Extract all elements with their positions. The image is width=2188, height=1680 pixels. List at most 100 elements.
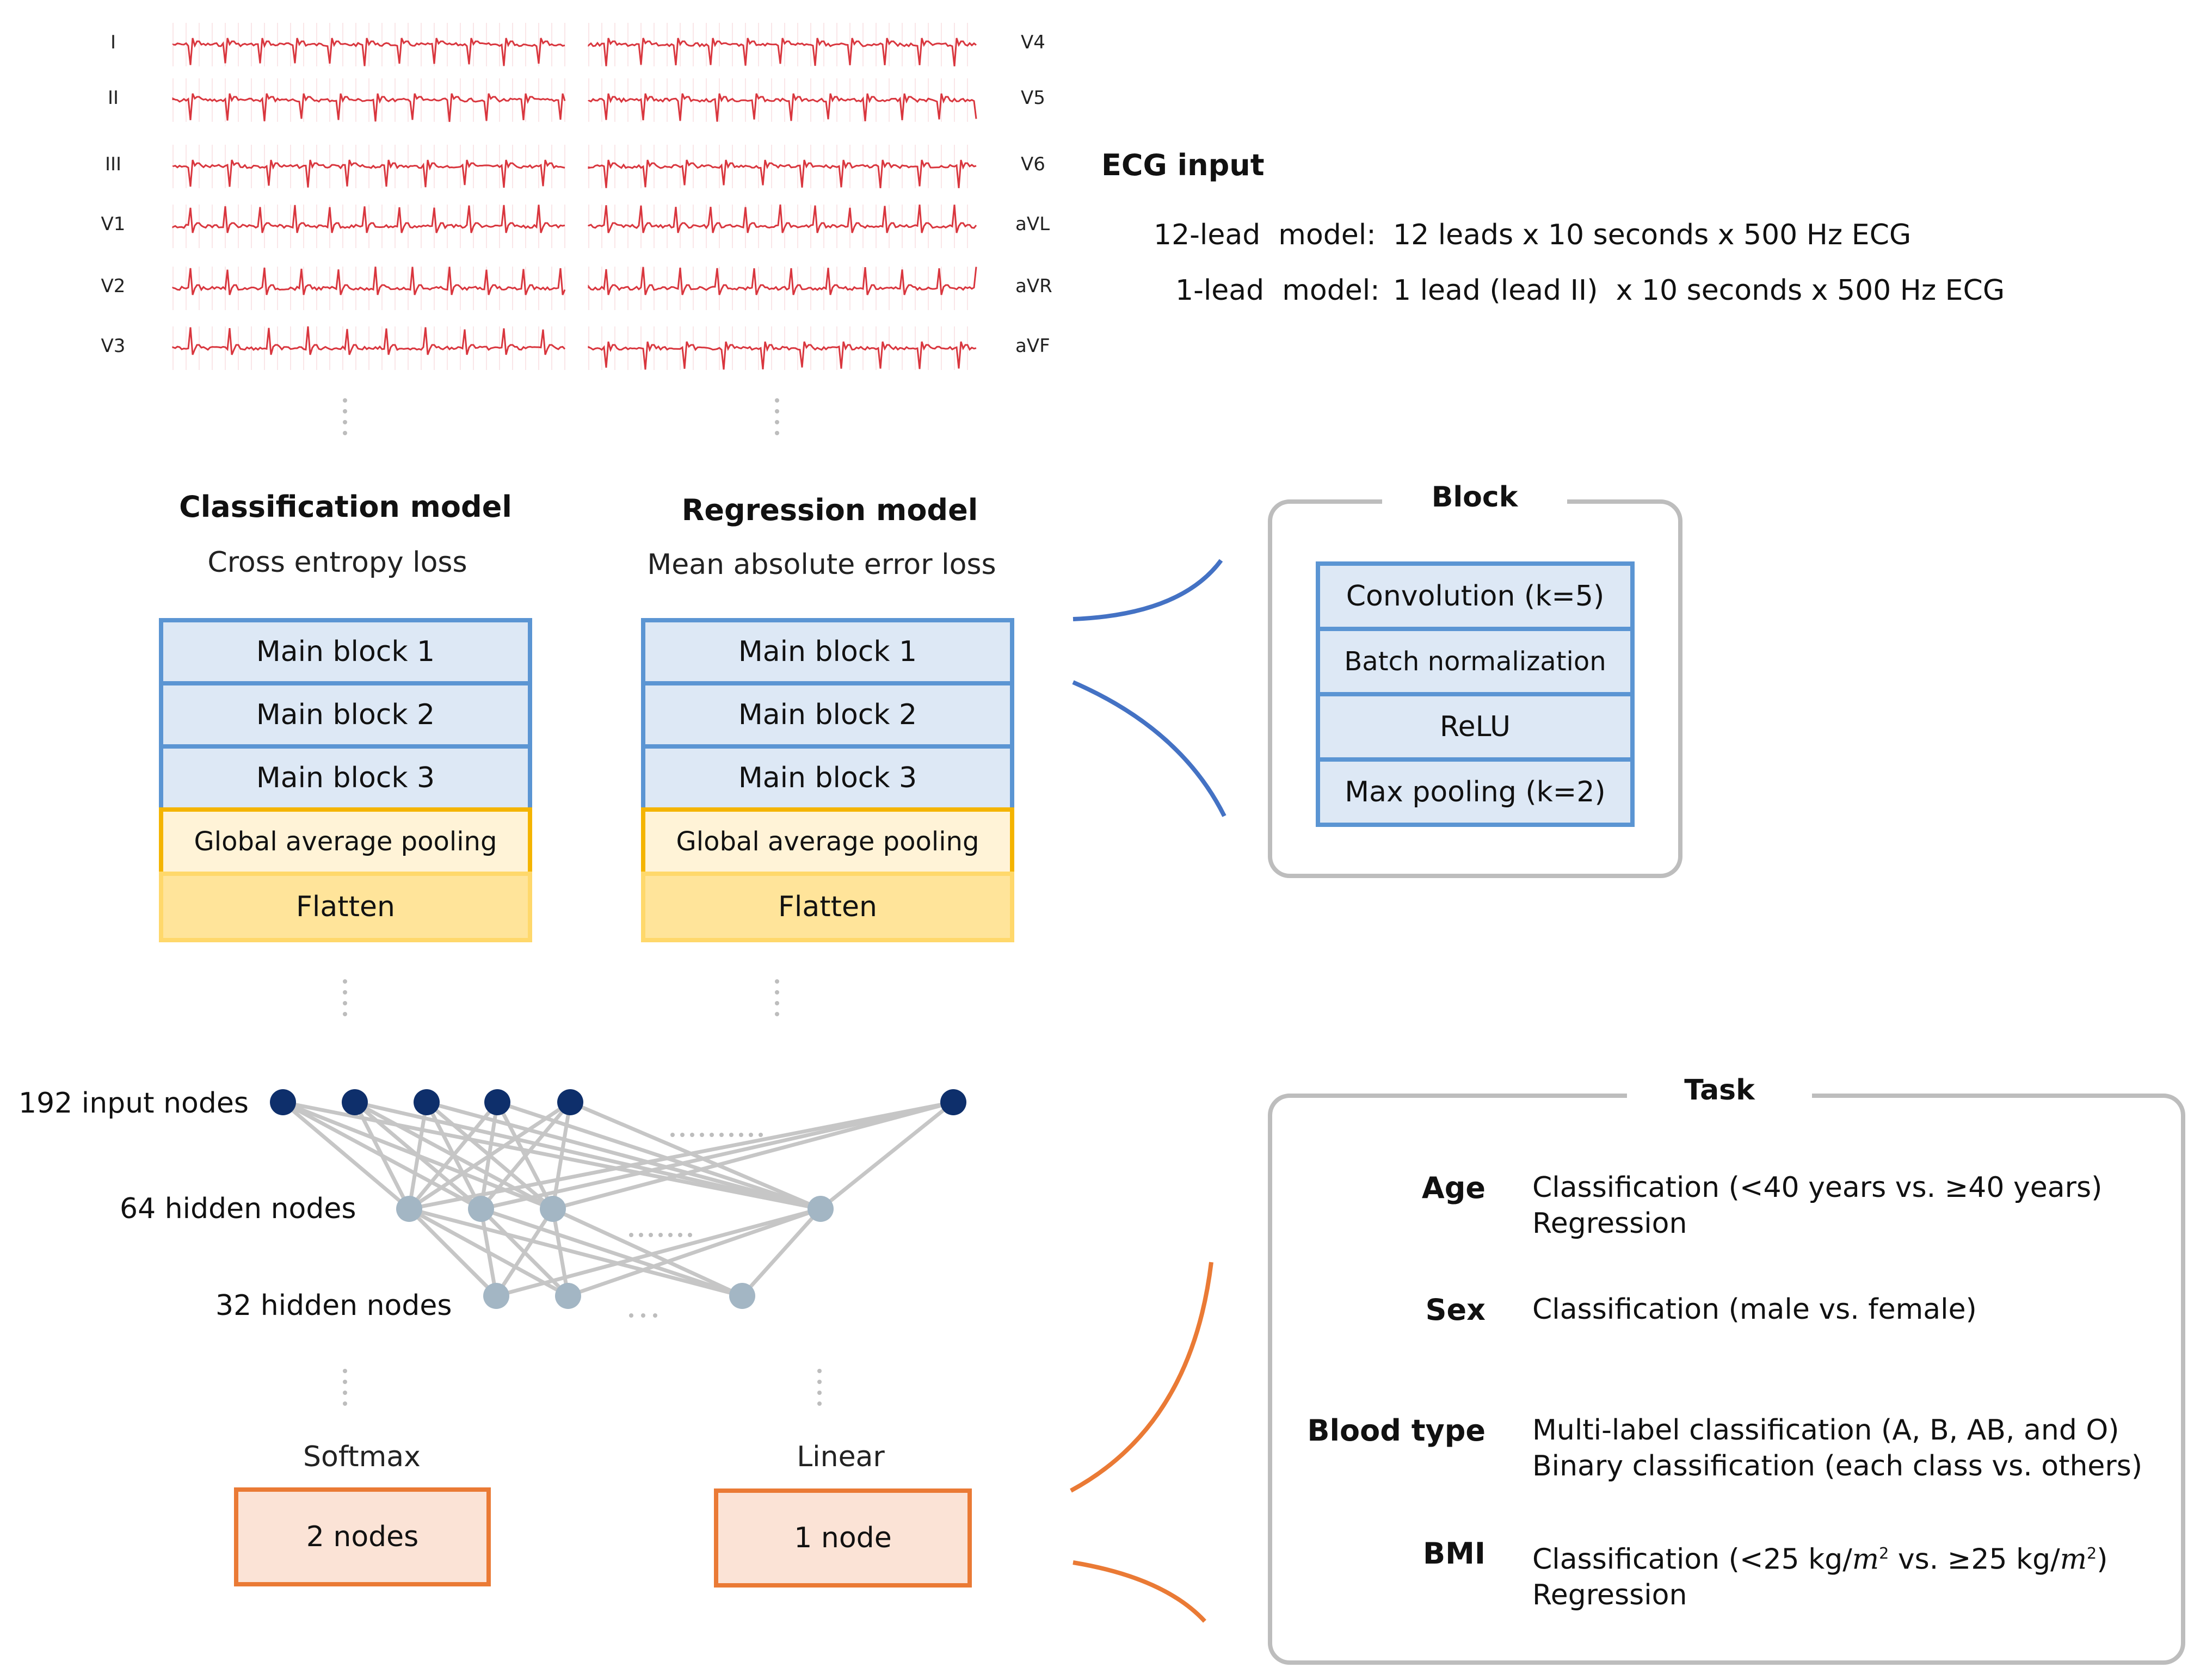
batch-normalization-layer: Batch normalization xyxy=(1316,627,1635,696)
edge-hidden1-hidden2 xyxy=(496,1207,821,1298)
vertical-ellipsis-dot xyxy=(775,398,779,403)
vertical-ellipsis-dot xyxy=(775,990,779,995)
classification-main-block-1: Main block 1 xyxy=(159,618,532,685)
hidden2-node xyxy=(555,1283,581,1309)
task-label-sex: Sex xyxy=(1425,1293,1486,1327)
ecg-trace-aVL xyxy=(588,204,977,248)
block-connector-bottom xyxy=(1072,680,1226,817)
hidden1-node xyxy=(468,1196,494,1222)
task-connector-bottom xyxy=(1073,1560,1206,1623)
vertical-ellipsis-dot xyxy=(817,1401,822,1406)
regression-main-block-2: Main block 2 xyxy=(641,681,1014,749)
vertical-ellipsis-dot xyxy=(343,1001,347,1005)
ecg-waveform xyxy=(588,267,977,295)
softmax-label: Softmax xyxy=(303,1441,421,1473)
edge-input-hidden1 xyxy=(819,1101,955,1210)
edge-input-hidden1 xyxy=(480,1100,954,1211)
edge-hidden1-hidden2 xyxy=(495,1208,554,1297)
ecg-trace-V5 xyxy=(588,78,977,122)
block-layers: Convolution (k=5) Batch normalization Re… xyxy=(1316,561,1635,827)
classification-loss: Cross entropy loss xyxy=(207,546,467,579)
hidden1-ellipsis-dot xyxy=(688,1233,692,1237)
max-pooling-layer: Max pooling (k=2) xyxy=(1316,757,1635,827)
linear-label: Linear xyxy=(797,1441,885,1473)
task-desc-bmi: Classification (<25 kg/m2 vs. ≥25 kg/m2)… xyxy=(1532,1535,2108,1613)
ecg-trace-II xyxy=(172,78,566,122)
vertical-ellipsis-dot xyxy=(343,990,347,995)
hidden2-node xyxy=(483,1283,509,1309)
lead-label-V5: V5 xyxy=(1021,87,1045,109)
edge-input-hidden1 xyxy=(281,1101,411,1210)
input-nodes-label: 192 input nodes xyxy=(19,1087,249,1120)
twelve-lead-model-desc: 12 leads x 10 seconds x 500 Hz ECG xyxy=(1393,219,1912,251)
hidden2-ellipsis-dot xyxy=(629,1313,633,1318)
hidden1-ellipsis-dot xyxy=(678,1233,682,1237)
input-ellipsis-dot xyxy=(729,1133,734,1137)
vertical-ellipsis-dot xyxy=(343,979,347,984)
vertical-ellipsis-dot xyxy=(343,1012,347,1016)
edge-input-hidden1 xyxy=(426,1100,821,1211)
ecg-trace-V3 xyxy=(172,326,566,370)
edge-input-hidden1 xyxy=(409,1100,954,1211)
hidden2-ellipsis-dot xyxy=(653,1313,657,1318)
hidden1-ellipsis-dot xyxy=(649,1233,653,1237)
input-ellipsis-dot xyxy=(759,1133,763,1137)
regression-main-block-3: Main block 3 xyxy=(641,744,1014,812)
vertical-ellipsis-dot xyxy=(343,398,347,403)
hidden1-ellipsis-dot xyxy=(629,1233,633,1237)
vertical-ellipsis-dot xyxy=(343,1391,347,1395)
vertical-ellipsis-dot xyxy=(343,1380,347,1384)
input-node xyxy=(270,1089,296,1115)
input-node xyxy=(342,1089,368,1115)
ecg-trace-aVF xyxy=(588,326,977,370)
task-label-bmi: BMI xyxy=(1423,1536,1486,1571)
task-blood-line-1: Multi-label classification (A, B, AB, an… xyxy=(1532,1414,2119,1447)
ecg-waveform xyxy=(172,159,565,188)
hidden1-ellipsis-dot xyxy=(658,1233,663,1237)
ecg-trace-V2 xyxy=(172,267,566,310)
regression-flatten: Flatten xyxy=(641,872,1014,942)
ecg-trace-aVR xyxy=(588,267,977,310)
ecg-trace-V4 xyxy=(588,23,977,67)
input-ellipsis-dot xyxy=(670,1133,675,1137)
regression-model-title: Regression model xyxy=(681,493,978,527)
edge-input-hidden1 xyxy=(353,1101,411,1210)
ecg-waveform xyxy=(172,326,566,355)
lead-label-aVL: aVL xyxy=(1015,213,1050,235)
task-age-line-1: Classification (<40 years vs. ≥40 years) xyxy=(1532,1171,2103,1204)
task-title: Task xyxy=(1627,1074,1812,1107)
vertical-ellipsis-dot xyxy=(775,1001,779,1005)
ecg-trace-III xyxy=(172,145,565,188)
task-age-line-2: Regression xyxy=(1532,1207,1687,1240)
classification-output-nodes: 2 nodes xyxy=(234,1487,491,1586)
edge-input-hidden1 xyxy=(408,1101,499,1210)
input-ellipsis-dot xyxy=(680,1133,685,1137)
edge-hidden1-hidden2 xyxy=(552,1207,743,1298)
hidden1-node xyxy=(396,1196,422,1222)
classification-flatten: Flatten xyxy=(159,872,532,942)
edge-hidden1-hidden2 xyxy=(567,1207,822,1298)
ecg-waveform xyxy=(172,267,566,295)
ecg-waveform xyxy=(588,204,977,233)
lead-label-V6: V6 xyxy=(1021,153,1045,175)
edge-hidden1-hidden2 xyxy=(551,1208,570,1296)
edge-hidden1-hidden2 xyxy=(408,1207,498,1298)
vertical-ellipsis-dot xyxy=(775,409,779,413)
regression-stack: Main block 1 Main block 2 Main block 3 G… xyxy=(641,618,1014,942)
vertical-ellipsis-dot xyxy=(343,1401,347,1406)
edge-input-hidden1 xyxy=(407,1102,429,1209)
classification-model-title: Classification model xyxy=(179,490,512,524)
vertical-ellipsis-dot xyxy=(817,1391,822,1395)
vertical-ellipsis-dot xyxy=(817,1380,822,1384)
hidden2-nodes-label: 32 hidden nodes xyxy=(215,1289,452,1322)
input-ellipsis-dot xyxy=(739,1133,743,1137)
regression-output-nodes: 1 node xyxy=(714,1488,972,1588)
input-node xyxy=(940,1089,966,1115)
one-lead-model-name: 1-lead model: xyxy=(1175,274,1380,307)
task-sex-line-1: Classification (male vs. female) xyxy=(1532,1293,1977,1326)
ecg-waveform xyxy=(588,38,977,67)
vertical-ellipsis-dot xyxy=(817,1369,822,1373)
vertical-ellipsis-dot xyxy=(343,409,347,413)
ecg-waveform xyxy=(588,159,977,189)
